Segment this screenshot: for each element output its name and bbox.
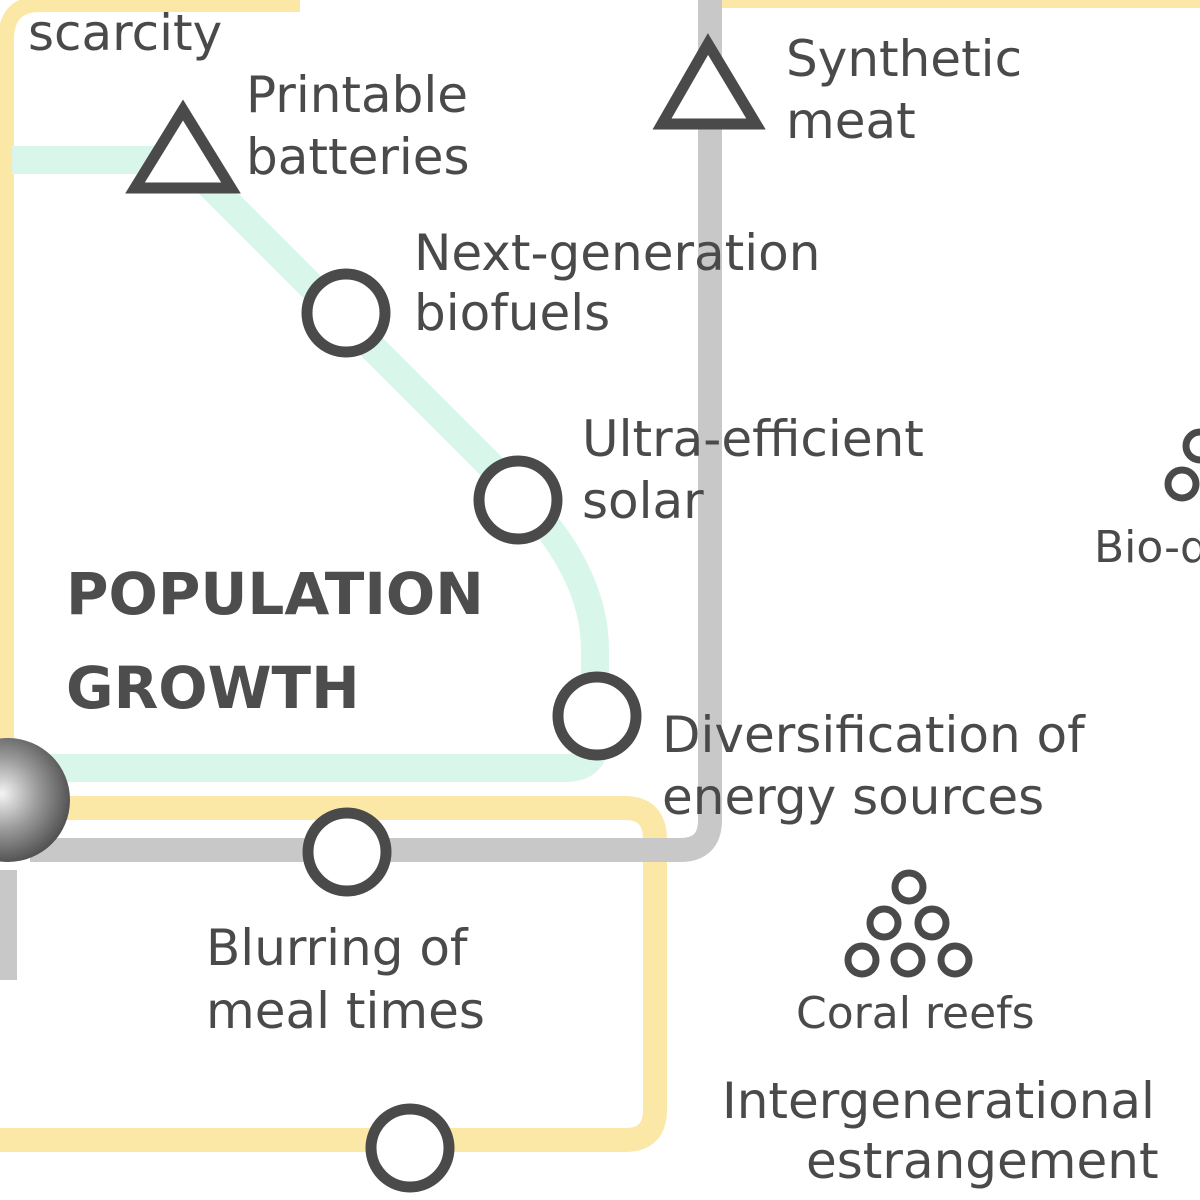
triangle-station-synthetic-meat: [652, 33, 766, 130]
yellow-line-left: [0, 0, 300, 760]
bio-cluster-icon: [1164, 428, 1200, 502]
grey-line: [30, 0, 722, 862]
label-blurring-meal-times: Blurring of meal times: [206, 919, 485, 1040]
label-coral-reefs: Coral reefs: [796, 988, 1035, 1039]
label-population-growth: POPULATION GROWTH: [66, 560, 504, 722]
label-scarcity: scarcity: [28, 4, 222, 62]
yellow-line-loop: [0, 796, 667, 1152]
station-ultra-efficient-solar: [473, 455, 563, 545]
label-synthetic-meat: Synthetic meat: [786, 30, 1038, 150]
label-next-gen-biofuels: Next-generation biofuels: [414, 224, 836, 342]
station-diversification: [552, 671, 642, 761]
label-printable-batteries: Printable batteries: [246, 66, 484, 186]
station-next-gen-biofuels: [301, 268, 391, 358]
label-diversification: Diversification of energy sources: [662, 706, 1101, 826]
label-intergenerational: Intergenerational estrangement: [722, 1072, 1171, 1190]
hub-interchange: [0, 738, 70, 862]
station-bottom: [365, 1103, 455, 1193]
label-bio-partial: Bio-d: [1094, 522, 1200, 573]
triangle-station-printable-batteries: [125, 99, 241, 194]
coral-reefs-cluster-icon: [844, 869, 973, 978]
station-blurring-meal-times: [302, 807, 392, 897]
label-ultra-efficient-solar: Ultra-efficient solar: [582, 410, 940, 530]
